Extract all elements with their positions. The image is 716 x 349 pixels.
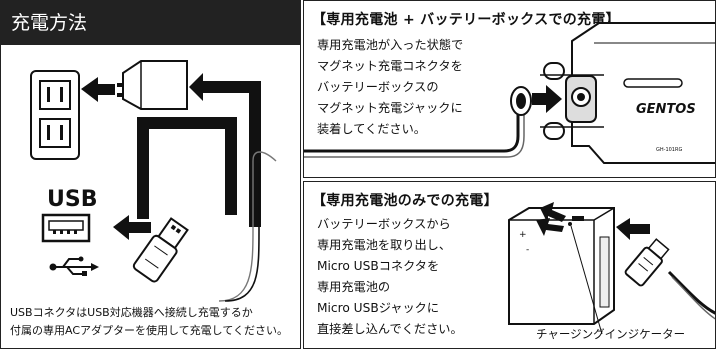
- usb-cable-icon: [132, 217, 189, 283]
- section-title: 【専用充電池のみでの充電】: [312, 193, 498, 209]
- instruction-line: Micro USBコネクタを: [317, 259, 440, 273]
- left-caption-line: 付属の専用ACアダプターを使用して充電してください。: [10, 324, 289, 337]
- instruction-line: 専用充電池を取り出し、: [317, 238, 452, 252]
- headlamp-battery-box-icon: GENTOS GH-101RG: [540, 22, 715, 164]
- instruction-text: バッテリーボックスから 専用充電池を取り出し、 Micro USBコネクタを 専…: [317, 214, 463, 340]
- battery-pack-icon: + -: [508, 207, 615, 325]
- micro-usb-plug-icon: [624, 238, 670, 287]
- arrow-down-icon: [536, 202, 566, 236]
- instruction-line: マグネット充電コネクタを: [317, 59, 463, 73]
- instruction-line: 専用充電池が入った状態で: [317, 38, 464, 52]
- usb-label: USB: [47, 187, 98, 212]
- power-outlet-icon: [30, 70, 80, 160]
- cable-path-icon: [137, 117, 277, 302]
- arrow-left-icon: [81, 77, 115, 102]
- left-caption: USBコネクタはUSB対応機器へ接続し充電するか 付属の専用ACアダプターを使用…: [10, 304, 288, 340]
- svg-text:-: -: [526, 245, 529, 255]
- battery-pack-diagram: + -: [508, 202, 715, 335]
- magnetic-connector-icon: [510, 86, 532, 116]
- ac-adapter-icon: [117, 60, 188, 110]
- arrow-right-icon: [532, 85, 562, 113]
- instruction-line: バッテリーボックスの: [317, 80, 439, 94]
- model-label: GH-101RG: [656, 147, 682, 153]
- instruction-line: Micro USBジャックに: [317, 301, 440, 315]
- instruction-line: マグネット充電ジャックに: [317, 101, 463, 115]
- arrow-into-adapter-icon: [189, 73, 261, 227]
- left-caption-line: USBコネクタはUSB対応機器へ接続し充電するか: [10, 306, 253, 319]
- instruction-text: 専用充電池が入った状態で マグネット充電コネクタを バッテリーボックスの マグネ…: [317, 35, 463, 140]
- charging-diagram: [30, 60, 277, 302]
- instruction-line: 装着してください。: [317, 122, 426, 136]
- battery-only-charging-panel: 【専用充電池のみでの充電】 バッテリーボックスから 専用充電池を取り出し、 Mi…: [303, 181, 716, 349]
- arrow-to-usb-icon: [113, 215, 151, 240]
- charging-indicator-label: チャージングインジケーター: [536, 327, 686, 341]
- instruction-line: バッテリーボックスから: [317, 217, 451, 231]
- instruction-line: 直接差し込んでください。: [317, 322, 463, 336]
- usb-symbol-icon: [49, 256, 99, 276]
- instruction-line: 専用充電池の: [317, 280, 391, 294]
- arrow-into-micro-usb-icon: [616, 218, 650, 240]
- brand-logo: GENTOS: [636, 102, 696, 117]
- usb-port-icon: [41, 213, 91, 243]
- charging-method-panel: 充電方法: [0, 0, 301, 349]
- battery-box-diagram: GENTOS GH-101RG: [304, 22, 715, 164]
- svg-text:+: +: [519, 230, 527, 240]
- page-title: 充電方法: [1, 1, 300, 45]
- battery-box-charging-panel: 【専用充電池 + バッテリーボックスでの充電】 専用充電池が入った状態で マグネ…: [303, 0, 716, 178]
- section-title: 【専用充電池 + バッテリーボックスでの充電】: [312, 12, 620, 28]
